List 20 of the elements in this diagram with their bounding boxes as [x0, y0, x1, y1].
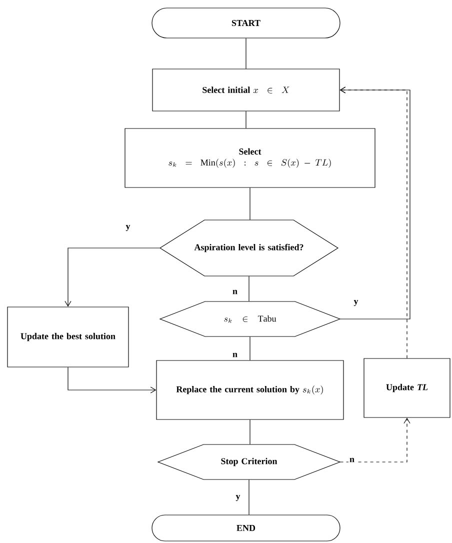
process-box: Select initial $x \in X$: [152, 68, 340, 112]
edge-label: y: [352, 298, 360, 308]
edge-label: y: [234, 494, 242, 502]
arrow: [64, 248, 160, 307]
arrow: [68, 367, 156, 394]
arrow: [340, 418, 410, 462]
process-box: Update TL: [364, 358, 450, 418]
connector-line: [248, 276, 250, 302]
terminal-box: START: [152, 8, 340, 38]
edge-label: n: [232, 352, 238, 358]
process-box: Update the best solution: [7, 306, 129, 368]
process-box: Select $s_k = \mathrm{Min}(s(x) : s \in S(x) - TL)$: [124, 128, 376, 188]
connector-line: [248, 480, 250, 515]
arrow: [340, 86, 408, 358]
process-box: Replace the current solution by $s_k(x)$: [156, 360, 344, 420]
edge-label: y: [124, 224, 132, 232]
edge-label: n: [232, 288, 238, 296]
edge-label: n: [348, 456, 356, 464]
terminal-box: END: [152, 514, 340, 542]
arrow: [340, 86, 410, 320]
